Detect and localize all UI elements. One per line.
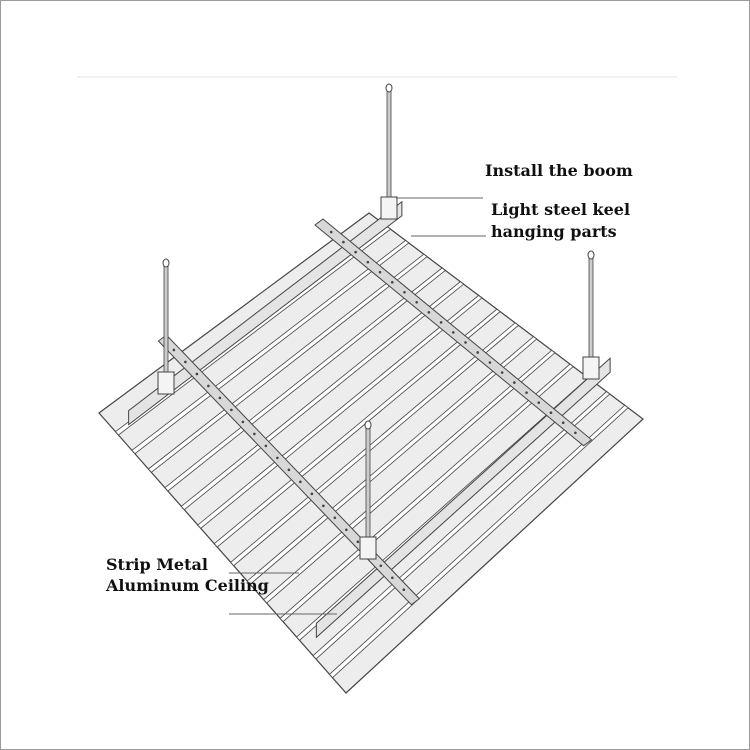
keel-hole xyxy=(415,300,418,304)
hanger-clip xyxy=(380,196,398,220)
hanger-clip xyxy=(582,356,600,380)
keel-hole xyxy=(574,431,577,435)
keel-hole xyxy=(379,564,383,568)
hanger-top xyxy=(364,420,372,430)
keel-hole xyxy=(549,411,553,414)
keel-hole xyxy=(561,421,565,425)
keel-hole xyxy=(241,420,245,424)
keel-hole xyxy=(378,270,382,274)
divider xyxy=(77,76,677,78)
hanger-rod xyxy=(163,260,169,377)
keel-hole xyxy=(276,456,279,460)
strip-groove xyxy=(263,349,556,604)
hanger-rod xyxy=(365,422,371,542)
keel-hole xyxy=(537,401,541,404)
keel-hole xyxy=(333,516,337,520)
strip-groove xyxy=(213,308,501,548)
keel-hole xyxy=(476,351,480,354)
keel-hole xyxy=(366,260,370,264)
keel-hole xyxy=(464,341,467,344)
keel-hole xyxy=(207,384,210,388)
ceiling-panel xyxy=(98,212,644,694)
keel-hole xyxy=(218,396,222,400)
keel-hole xyxy=(329,230,333,234)
keel-hole xyxy=(287,468,291,472)
keel-hole xyxy=(299,480,302,484)
strip-groove xyxy=(230,322,520,567)
keel-hole xyxy=(264,444,268,448)
strip-groove xyxy=(312,391,611,660)
keel-hole xyxy=(230,408,233,412)
strip-groove xyxy=(279,363,574,623)
strip-groove xyxy=(131,239,410,455)
strip-groove xyxy=(328,404,629,679)
keel-hole xyxy=(322,504,325,508)
keel-hole xyxy=(310,492,314,496)
strip-groove xyxy=(164,267,447,492)
strip-groove xyxy=(147,253,428,473)
label-keel-line2: hanging parts xyxy=(491,222,617,241)
hanger-rod xyxy=(386,85,392,202)
label-keel-line1: Light steel keel xyxy=(491,200,631,219)
keel-hole xyxy=(342,240,345,244)
strip-groove xyxy=(197,294,483,529)
keel-hole xyxy=(172,348,176,352)
hanger-top xyxy=(587,250,595,260)
keel-hole xyxy=(356,540,360,544)
label-install-boom: Install the boom xyxy=(485,161,633,180)
keel-hole xyxy=(488,361,492,364)
keel-hole xyxy=(253,432,256,436)
keel-hole xyxy=(452,331,455,334)
keel-hole xyxy=(391,576,394,580)
keel-hole xyxy=(402,588,406,592)
hanger-rod xyxy=(588,252,594,362)
label-ceiling-line1: Strip Metal xyxy=(106,555,208,574)
strip-groove xyxy=(180,281,465,511)
hanger-top xyxy=(162,258,170,268)
keel-hole xyxy=(354,250,357,254)
keel-hole xyxy=(184,360,187,364)
keel-hole xyxy=(345,528,348,532)
hanger-clip xyxy=(359,536,377,560)
keel-hole xyxy=(513,381,516,384)
keel-hole xyxy=(439,321,443,324)
label-ceiling-line2: Aluminum Ceiling xyxy=(106,576,269,595)
keel-hole xyxy=(525,391,528,394)
strip-groove xyxy=(246,336,538,585)
hanger-clip xyxy=(157,371,175,395)
keel-hole xyxy=(427,311,431,314)
keel-hole xyxy=(403,290,406,294)
hanger-top xyxy=(385,83,393,93)
keel-hole xyxy=(500,371,504,374)
keel-hole xyxy=(390,280,394,284)
keel-hole xyxy=(195,372,199,376)
